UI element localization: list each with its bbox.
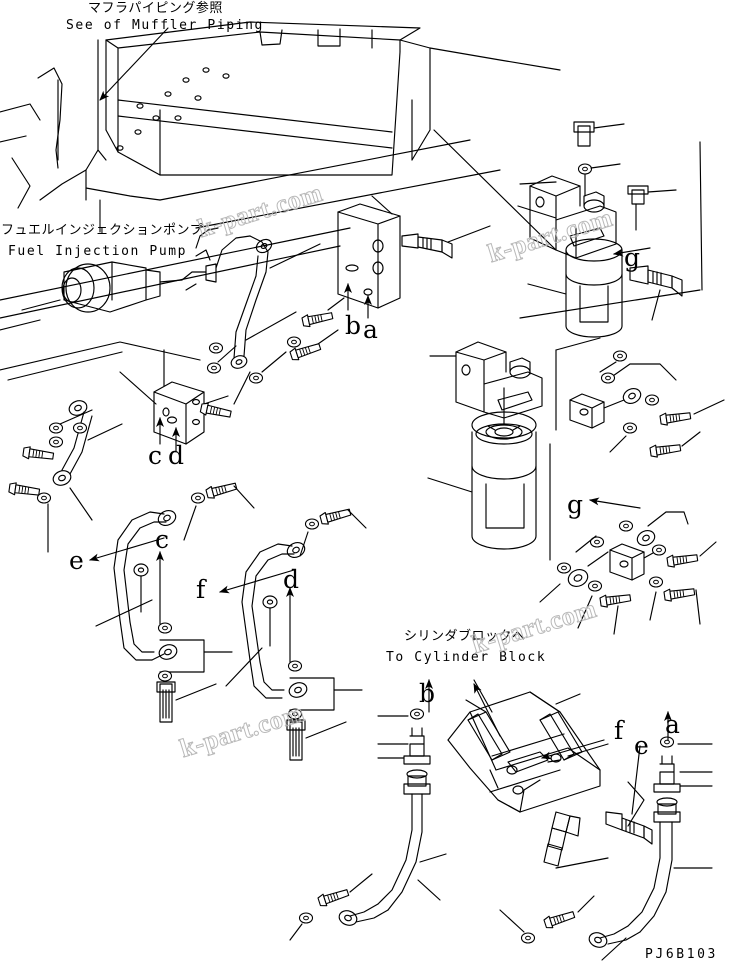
to-cylinder-block-label-jp: シリンダブロックへ — [404, 629, 526, 644]
callout-b-bottom: b — [419, 679, 436, 708]
callout-f-bottom: f — [614, 716, 624, 745]
hardware-left-tube — [183, 479, 255, 541]
fuel-filter-upper — [433, 121, 703, 338]
fuel-hose-upper — [195, 227, 321, 369]
hardware-mid-left — [199, 297, 345, 421]
fuel-injection-pump — [0, 249, 217, 381]
callout-e-left: e — [69, 546, 84, 575]
callout-b-top: b — [345, 311, 362, 340]
eye-rod-left — [8, 400, 123, 553]
hardware-left-tube-2 — [299, 505, 367, 557]
junction-block-upper — [337, 195, 401, 319]
manifold-block-right-lower — [539, 497, 717, 635]
to-cylinder-block-label-en: To Cylinder Block — [386, 650, 547, 665]
callout-d-mid: d — [168, 441, 185, 470]
muffler-piping-label-en: See of Muffler Piping — [66, 18, 264, 33]
callout-c-left: c — [155, 525, 170, 554]
fuel-injection-pump-label-en: Fuel Injection Pump — [8, 244, 188, 259]
cylinder-block-bracket — [447, 679, 609, 944]
callout-c-mid: c — [148, 441, 163, 470]
fuel-filter-lower — [427, 337, 601, 561]
callout-e-bottom: e — [634, 731, 649, 760]
fuel-tube-bottom-left — [289, 679, 447, 941]
part-number: PJ6B103 — [645, 947, 718, 962]
long-bolt-upper — [401, 225, 491, 259]
callout-a-top: a — [363, 315, 378, 344]
fuel-tube-left-c — [89, 510, 233, 723]
callout-f-left: f — [196, 575, 206, 604]
callout-g-top: g — [624, 243, 641, 272]
callout-a-bottom: a — [665, 710, 680, 739]
manifold-block-right — [569, 350, 725, 459]
muffler-shield-panel — [0, 21, 561, 319]
fuel-tube-left-d — [219, 542, 363, 761]
fuel-tube-bottom-right — [541, 711, 713, 961]
fuel-injection-pump-label-jp: フュエルインジェクションポンプ — [1, 223, 204, 238]
muffler-piping-label-jp: マフラパイピング参照 — [88, 1, 223, 16]
callout-g-right: g — [567, 490, 584, 519]
callout-d-left: d — [283, 565, 300, 594]
